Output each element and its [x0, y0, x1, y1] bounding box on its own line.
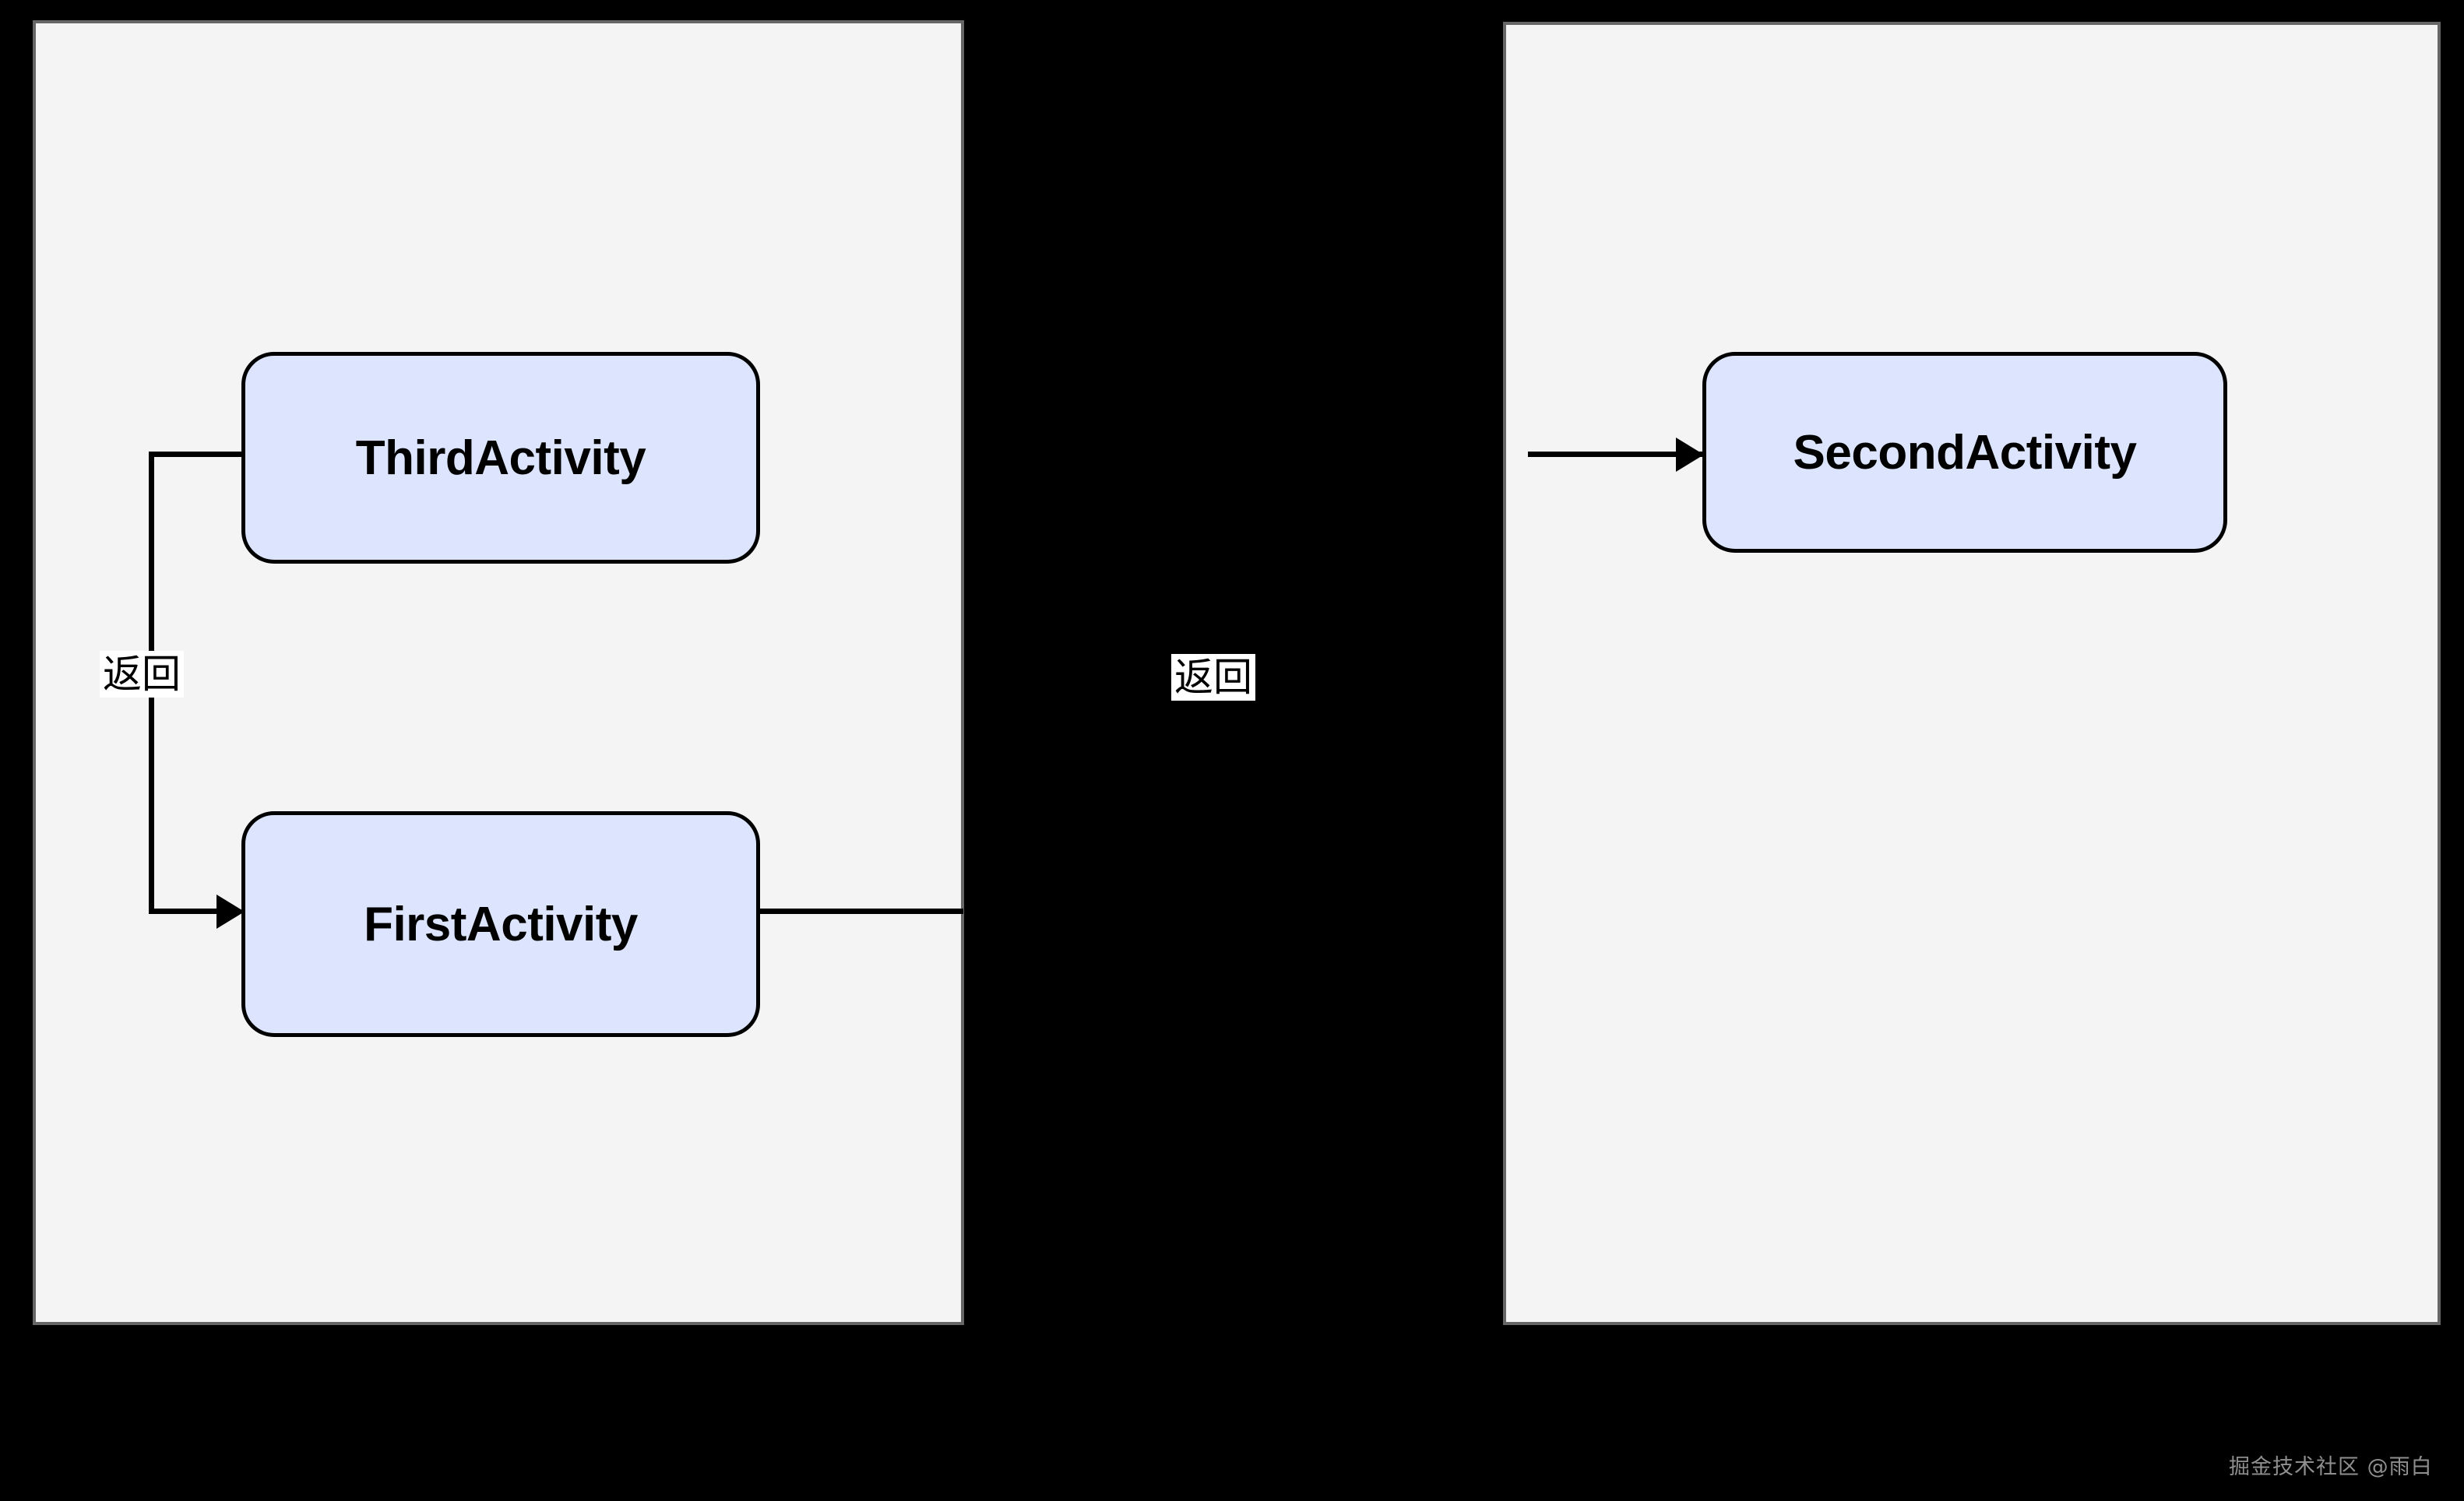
arrowhead-into-second-activity: [1676, 438, 1704, 472]
edge-third-to-first-segment-top: [149, 452, 244, 457]
node-second-activity[interactable]: SecondActivity: [1702, 352, 2227, 553]
edge-label-return-left: 返回: [100, 651, 184, 698]
watermark: 掘金技术社区 @雨白: [2229, 1455, 2433, 1479]
node-third-activity-label: ThirdActivity: [355, 431, 646, 485]
node-first-activity-label: FirstActivity: [364, 897, 638, 951]
node-second-activity-label: SecondActivity: [1793, 425, 2137, 480]
node-third-activity[interactable]: ThirdActivity: [241, 352, 760, 564]
edge-first-to-second-segment-right: [1528, 452, 1705, 457]
edge-third-to-first-segment-bottom: [149, 909, 234, 914]
edge-label-return-center: 返回: [1171, 654, 1255, 701]
left-panel: [33, 20, 964, 1325]
right-panel: [1503, 22, 2441, 1325]
node-first-activity[interactable]: FirstActivity: [241, 811, 760, 1037]
arrowhead-into-first-activity: [216, 895, 245, 929]
edge-first-to-second-segment-left: [757, 909, 963, 914]
